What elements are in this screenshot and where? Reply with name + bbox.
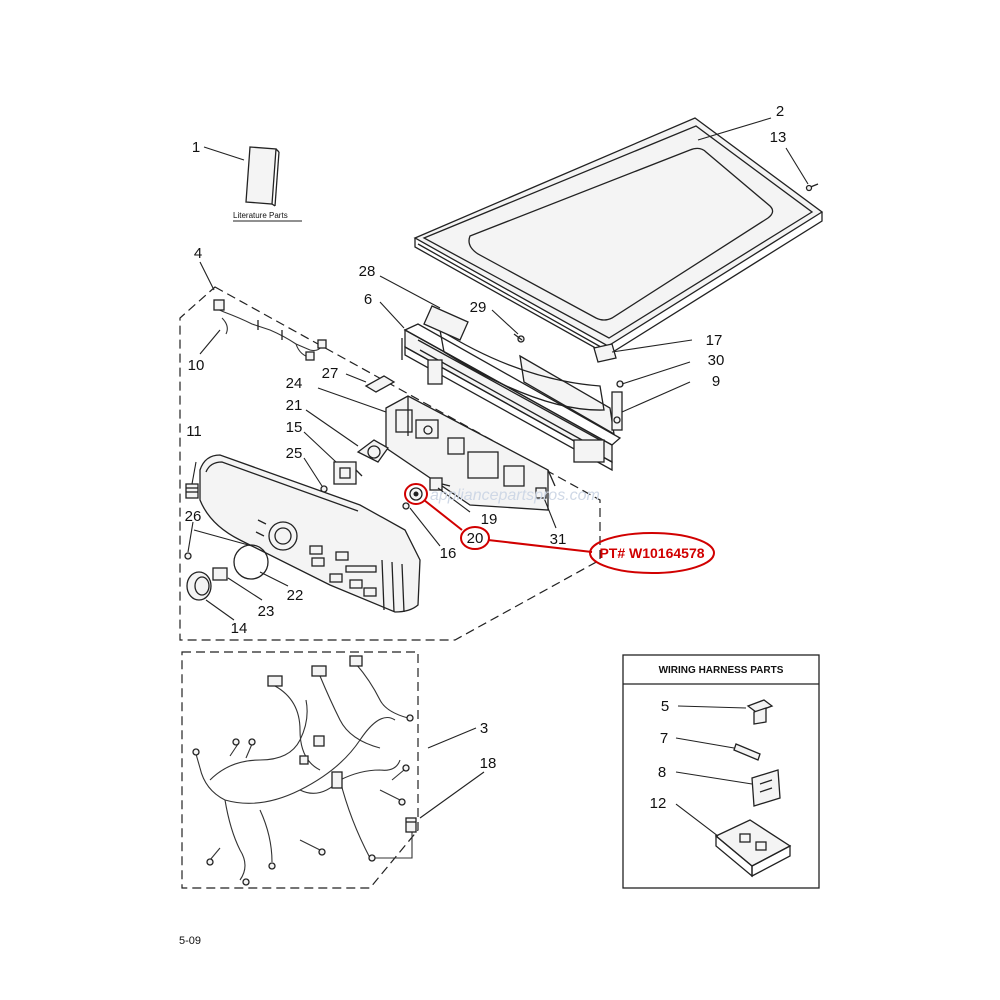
part-number-oval [589,532,715,574]
wiring-harness-3[interactable] [192,655,414,886]
callout-numbers: 1 2 13 4 28 6 29 17 30 9 10 27 24 21 15 … [185,103,787,812]
highlighted-part-20[interactable] [404,483,428,505]
callout-24: 24 [286,375,303,392]
callout-26: 26 [185,508,202,525]
callout-16: 16 [440,545,457,562]
footer-code: 5-09 [179,935,201,947]
callout-7: 7 [660,730,668,747]
callout-21: 21 [286,397,303,414]
rear-trim-17[interactable] [439,328,617,436]
wiring-box-title: WIRING HARNESS PARTS [659,665,784,676]
callout-18: 18 [480,755,497,772]
wiring-parts-box [622,654,820,889]
console-assembly-boundary [179,286,601,641]
callout-1: 1 [192,139,200,156]
callout-10: 10 [188,357,205,374]
button-assembly-19[interactable] [429,477,451,491]
callout-31: 31 [550,531,567,548]
callout-12: 12 [650,795,667,812]
screw-26[interactable] [184,552,192,560]
callout-30: 30 [708,352,725,369]
screw-13[interactable] [805,183,819,192]
screw-16[interactable] [402,502,410,510]
highlight-part-number: PT# W10164578 [599,545,704,561]
clip-27[interactable] [364,375,396,393]
switch-15[interactable] [333,461,363,485]
gasket-28[interactable] [423,305,469,341]
bracket-9[interactable] [611,391,623,431]
callout-4: 4 [194,245,202,262]
clip-5[interactable] [746,699,774,725]
callout-25: 25 [286,445,303,462]
connector-8[interactable] [751,769,781,807]
clip-31[interactable] [535,487,547,499]
callout-13: 13 [770,129,787,146]
callout-28: 28 [359,263,376,280]
callout-11: 11 [186,423,202,440]
wiring-harness-boundary [181,651,419,889]
screw-18[interactable] [405,817,417,833]
callout-14: 14 [231,620,248,637]
console-bracket-6[interactable] [401,323,622,472]
callout-19: 19 [481,511,498,528]
callout-2: 2 [776,103,784,120]
leader-lines [187,117,809,837]
spring-11[interactable] [185,483,199,499]
console-harness-10[interactable] [213,299,327,361]
callout-8: 8 [658,764,666,781]
callout-23: 23 [258,603,275,620]
callout-6: 6 [364,291,372,308]
knob-14[interactable] [186,571,212,601]
console-front-panel[interactable] [199,454,421,613]
knob-insert-23[interactable] [212,567,228,581]
highlight-annotation [423,499,715,574]
callout-22: 22 [287,587,304,604]
tie-7[interactable] [733,743,761,761]
callout-29: 29 [470,299,487,316]
highlight-callout: 20 [467,530,484,547]
watermark: appliancepartspros.com [430,487,600,504]
callout-17: 17 [706,332,723,349]
literature-part[interactable] [245,146,280,207]
connector-12[interactable] [714,819,792,878]
top-panel[interactable] [413,117,824,356]
literature-label: Literature Parts [233,211,288,220]
bezel-22[interactable] [233,544,269,580]
encoder-21[interactable] [356,439,389,463]
callout-9: 9 [712,373,720,390]
callout-27: 27 [322,365,339,382]
callout-3: 3 [480,720,488,737]
callout-15: 15 [286,419,303,436]
callout-5: 5 [661,698,669,715]
screw-29[interactable] [513,333,525,343]
highlight-callout-circle [460,526,490,550]
